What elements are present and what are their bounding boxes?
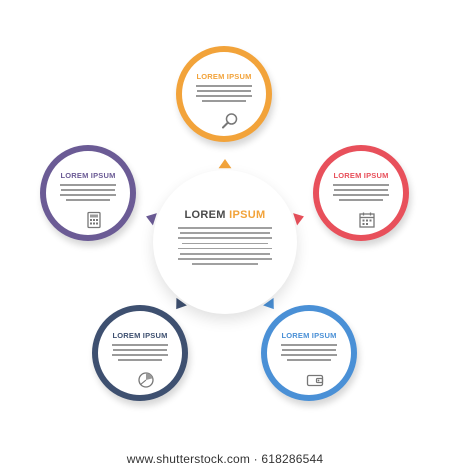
node-left: LOREM IPSUM [40, 145, 136, 241]
node-top: LOREM IPSUM [176, 46, 272, 142]
pointer-arrow-right [293, 213, 304, 226]
placeholder-text-line [339, 198, 383, 201]
placeholder-text-line [202, 99, 246, 102]
wallet-icon [306, 374, 324, 387]
center-text-block [178, 227, 272, 269]
placeholder-text-line [179, 252, 271, 255]
placeholder-text-line [60, 193, 116, 196]
node-bottom-left: LOREM IPSUM [92, 305, 188, 401]
node-text-block [60, 184, 116, 204]
placeholder-text-line [113, 348, 167, 351]
pointer-arrow-top [218, 159, 232, 169]
node-title: LOREM IPSUM [333, 171, 389, 180]
node-title: LOREM IPSUM [112, 331, 168, 340]
placeholder-text-line [333, 193, 389, 196]
pointer-arrow-bottom-left [176, 297, 187, 310]
placeholder-text-line [112, 353, 168, 356]
placeholder-text-line [333, 184, 389, 186]
placeholder-text-line [281, 344, 337, 346]
placeholder-text-line [334, 188, 388, 191]
placeholder-text-line [66, 198, 110, 201]
placeholder-text-line [178, 247, 272, 250]
placeholder-text-line [61, 188, 115, 191]
center-title-accent: IPSUM [229, 209, 266, 221]
placeholder-text-line [118, 358, 162, 361]
node-title: LOREM IPSUM [60, 171, 116, 180]
placeholder-text-line [196, 94, 252, 97]
placeholder-text-line [178, 237, 272, 239]
placeholder-text-line [179, 232, 271, 234]
center-title-dark: LOREM [184, 209, 226, 221]
placeholder-text-line [281, 353, 337, 356]
placeholder-text-line [192, 263, 258, 265]
calendar-icon [359, 212, 375, 228]
node-text-block [196, 85, 252, 105]
node-text-block [333, 184, 389, 204]
center-circle [153, 170, 297, 314]
node-title: LOREM IPSUM [196, 72, 252, 81]
calculator-icon [87, 211, 101, 229]
watermark: www.shutterstock.com · 618286544 [126, 452, 324, 466]
pointer-arrow-left [146, 213, 157, 226]
placeholder-text-line [181, 242, 269, 245]
node-bottom-right: LOREM IPSUM [261, 305, 357, 401]
magnifier-icon [222, 113, 238, 129]
placeholder-text-line [197, 89, 251, 92]
node-right: LOREM IPSUM [313, 145, 409, 241]
placeholder-text-line [178, 227, 272, 229]
node-text-block [112, 344, 168, 364]
placeholder-text-line [196, 85, 252, 87]
placeholder-text-line [282, 348, 336, 351]
placeholder-text-line [287, 358, 331, 361]
node-text-block [281, 344, 337, 364]
pointer-arrow-bottom-right [263, 297, 274, 310]
placeholder-text-line [178, 258, 272, 260]
placeholder-text-line [112, 344, 168, 346]
node-title: LOREM IPSUM [281, 331, 337, 340]
center-title: LOREM IPSUM [153, 209, 297, 221]
pie-chart-icon [138, 372, 154, 388]
placeholder-text-line [60, 184, 116, 186]
